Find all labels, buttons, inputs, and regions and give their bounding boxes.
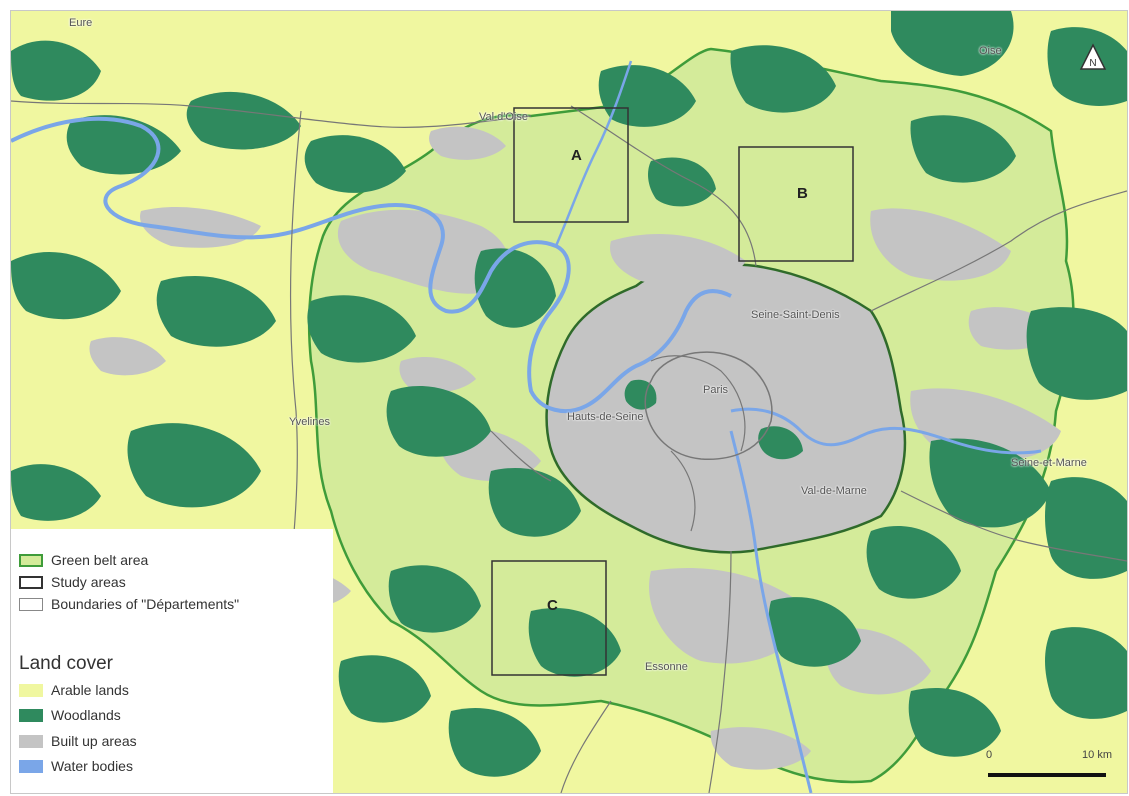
built-up-patches	[89, 126, 1061, 770]
seine-south	[729, 430, 813, 793]
study-label-c: C	[547, 597, 558, 614]
study-box-c	[491, 560, 607, 676]
study-area-boxes	[491, 107, 854, 676]
woodlands-swatch	[19, 708, 43, 722]
label-oise: Oise	[979, 45, 1002, 57]
label-eure: Eure	[69, 17, 93, 29]
legend-label-woodlands: Woodlands	[51, 707, 121, 723]
legend-item-boundaries: Boundaries of "Départements"	[19, 595, 239, 613]
legend-label-built-up: Built up areas	[51, 733, 137, 749]
scale-bar-line	[988, 773, 1106, 777]
legend-label-study-areas: Study areas	[51, 574, 126, 590]
north-arrow-icon: N	[1079, 43, 1107, 71]
seine-river	[11, 116, 732, 413]
built-up-swatch	[19, 734, 43, 748]
label-paris: Paris	[703, 384, 729, 396]
legend-item-built-up: Built up areas	[19, 732, 137, 750]
map-canvas	[11, 11, 1127, 793]
legend-item-study-areas: Study areas	[19, 573, 126, 591]
legend-label-water: Water bodies	[51, 758, 133, 774]
study-box-a	[513, 107, 629, 223]
water-swatch	[19, 759, 43, 773]
marne-river	[730, 407, 1042, 455]
study-label-b: B	[797, 185, 808, 202]
study-areas-swatch	[19, 575, 43, 589]
boundaries-swatch	[19, 597, 43, 611]
arable-swatch	[19, 683, 43, 697]
woodland-patches	[11, 11, 1127, 777]
north-label: N	[1089, 58, 1096, 69]
legend-label-arable: Arable lands	[51, 682, 129, 698]
legend-item-green-belt: Green belt area	[19, 551, 148, 569]
scale-end: 10 km	[1082, 749, 1112, 761]
legend-item-woodlands: Woodlands	[19, 706, 121, 724]
label-val-de-marne: Val-de-Marne	[801, 485, 867, 497]
scale-start: 0	[986, 749, 993, 761]
study-box-b	[738, 146, 854, 262]
legend-item-water: Water bodies	[19, 757, 133, 775]
label-seine-et-marne: Seine-et-Marne	[1011, 457, 1087, 469]
label-seine-saint-denis: Seine-Saint-Denis	[751, 309, 840, 321]
label-yvelines: Yvelines	[289, 416, 330, 428]
label-val-doise: Val d'Oise	[479, 111, 528, 123]
scale-bar: 0 10 km	[986, 749, 1112, 779]
legend-title-land-cover: Land cover	[19, 653, 114, 674]
land-cover-map: Eure Oise Val d'Oise Yvelines Seine-Sain…	[10, 10, 1128, 794]
paris-boundary	[644, 351, 773, 460]
label-hauts-de-seine: Hauts-de-Seine	[567, 411, 644, 423]
green-belt-swatch	[19, 553, 43, 567]
label-essonne: Essonne	[645, 661, 688, 673]
oise-river	[554, 60, 633, 247]
legend-label-boundaries: Boundaries of "Départements"	[51, 596, 240, 612]
legend-item-arable: Arable lands	[19, 681, 129, 699]
legend-label-green-belt: Green belt area	[51, 552, 149, 568]
petite-couronne	[545, 262, 907, 554]
map-legend: Green belt area Study areas Boundaries o…	[11, 529, 333, 793]
study-label-a: A	[571, 147, 582, 164]
